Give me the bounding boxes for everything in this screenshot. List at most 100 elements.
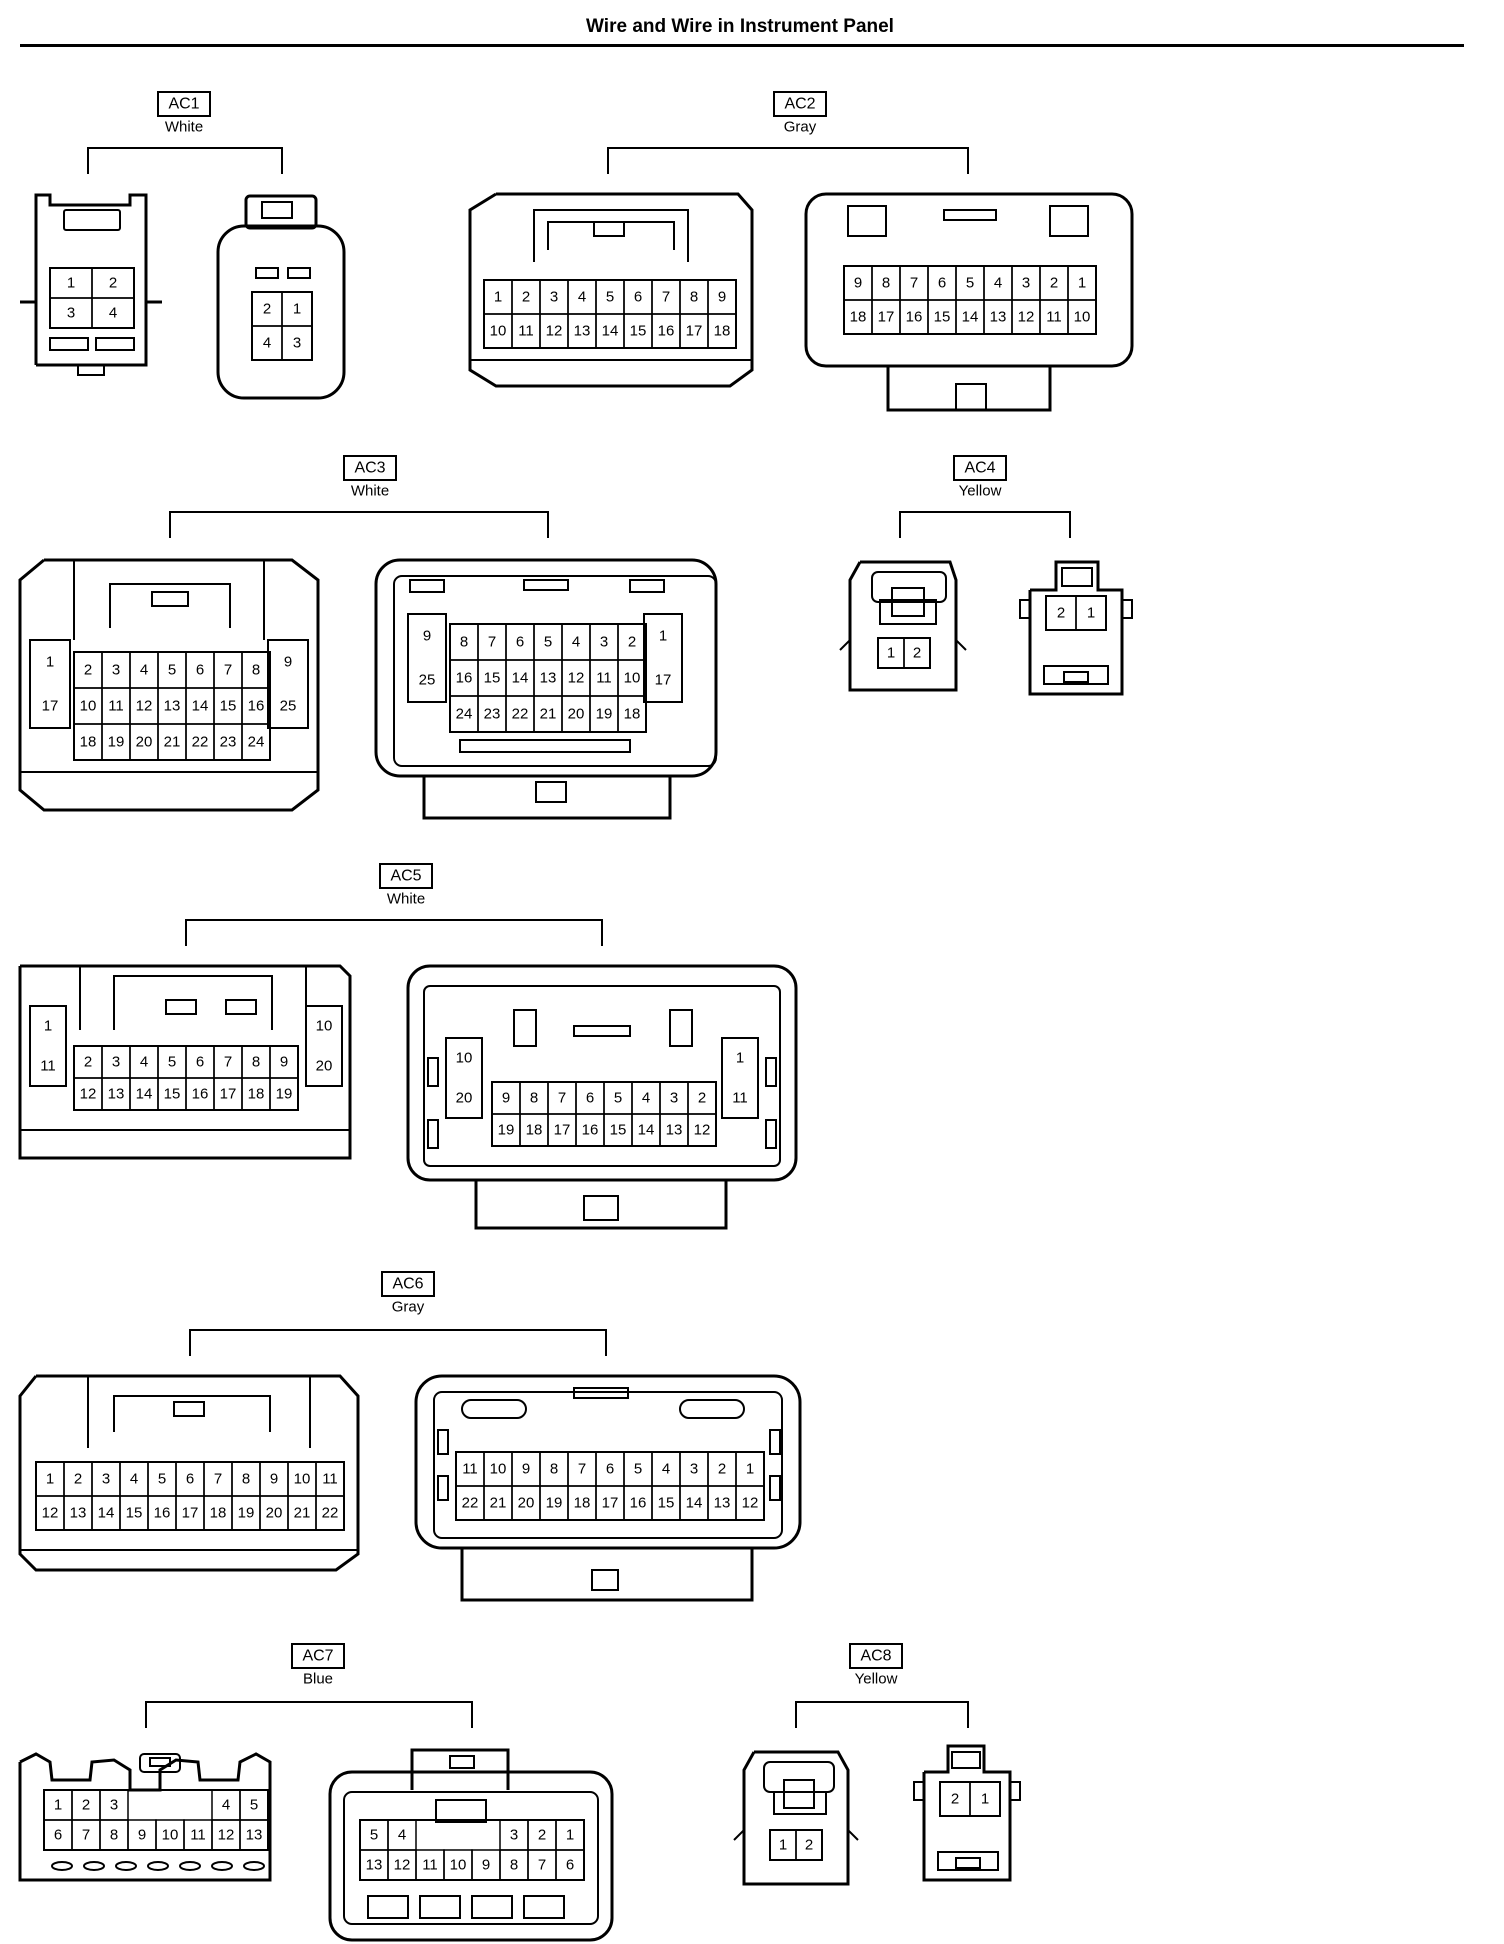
pin-label: 9 <box>280 1054 288 1071</box>
pin-label: 13 <box>366 1857 383 1874</box>
pin-label: 7 <box>910 275 918 292</box>
connector-color: Gray <box>392 1299 425 1316</box>
side-pin-block <box>305 1005 343 1087</box>
pin-label: 8 <box>242 1471 250 1488</box>
pin-label: 9 <box>284 654 292 671</box>
pin-label: 1 <box>736 1050 744 1067</box>
pin-label: 10 <box>316 1018 333 1035</box>
pin-label: 15 <box>610 1122 627 1139</box>
pin-label: 11 <box>190 1827 206 1844</box>
housing-outline <box>955 1857 981 1869</box>
housing-outline <box>1019 599 1031 619</box>
connector-color: Yellow <box>959 483 1002 500</box>
pin-block <box>939 1781 1001 1817</box>
pin-label: 4 <box>642 1090 650 1107</box>
pin-label: 14 <box>192 698 209 715</box>
connector-color: Yellow <box>855 1671 898 1688</box>
housing-outline <box>871 571 947 603</box>
housing-outline <box>804 192 1134 368</box>
pin-label: 2 <box>74 1471 82 1488</box>
pin-label: 4 <box>140 1054 148 1071</box>
pin-label: 21 <box>540 706 557 723</box>
pin-label: 20 <box>316 1058 333 1075</box>
housing-outline <box>244 194 318 230</box>
pin-label: 13 <box>540 670 557 687</box>
pin-label: 9 <box>482 1857 490 1874</box>
housing-outline <box>1043 665 1109 685</box>
pin-label: 6 <box>196 1054 204 1071</box>
pin-label: 17 <box>182 1505 199 1522</box>
housing-outline <box>1049 205 1089 237</box>
pin-label: 12 <box>546 323 563 340</box>
pin-label: 1 <box>779 1837 787 1854</box>
pin-label: 6 <box>54 1827 62 1844</box>
pin-label: 5 <box>614 1090 622 1107</box>
pin-label: 14 <box>602 323 619 340</box>
pin-label: 2 <box>628 634 636 651</box>
lock-slot <box>419 1895 461 1919</box>
pin-label: 4 <box>263 335 271 352</box>
connector-id-box <box>773 91 827 117</box>
pin-label: 22 <box>462 1495 479 1512</box>
housing-outline <box>18 1752 272 1882</box>
pin-label: 1 <box>67 275 75 292</box>
pin-label: 5 <box>168 662 176 679</box>
pin-label: 8 <box>110 1827 118 1844</box>
latch-slot <box>179 1861 201 1871</box>
pin-label: 9 <box>522 1461 530 1478</box>
housing-outline <box>410 1748 510 1790</box>
pin-label: 7 <box>538 1857 546 1874</box>
pin-label: 25 <box>419 672 436 689</box>
connector-color: White <box>387 891 425 908</box>
pin-label: 5 <box>158 1471 166 1488</box>
connector-color: Gray <box>784 119 817 136</box>
pin-label: 4 <box>662 1461 670 1478</box>
pin-label: 17 <box>686 323 703 340</box>
pin-label: 18 <box>210 1505 227 1522</box>
housing-outline <box>769 1475 781 1501</box>
pin-label: 1 <box>566 1827 574 1844</box>
housing-outline <box>669 1009 693 1047</box>
housing-outline <box>287 267 311 279</box>
housing-outline <box>765 1057 777 1087</box>
latch-slot <box>51 1861 73 1871</box>
pin-label: 16 <box>582 1122 599 1139</box>
side-pin-block <box>721 1037 759 1119</box>
housing-outline <box>189 1329 607 1356</box>
housing-outline <box>49 337 89 351</box>
pin-label: 24 <box>456 706 473 723</box>
housing-outline <box>523 579 569 591</box>
pin-label: 16 <box>658 323 675 340</box>
pin-label: 13 <box>108 1086 125 1103</box>
housing-outline <box>63 209 121 231</box>
pin-block <box>1045 595 1107 631</box>
pin-label: 3 <box>690 1461 698 1478</box>
pin-label: 18 <box>850 309 867 326</box>
housing-outline <box>255 267 279 279</box>
housing-outline <box>886 366 1052 412</box>
pin-label: 8 <box>510 1857 518 1874</box>
housing-outline <box>109 583 231 628</box>
connector-id-box <box>291 1643 345 1669</box>
pin-label: 2 <box>522 289 530 306</box>
pin-label: 21 <box>294 1505 311 1522</box>
pin-label: 17 <box>42 698 59 715</box>
housing-outline <box>1028 560 1124 696</box>
pin-label: 18 <box>714 323 731 340</box>
pin-label: 7 <box>224 1054 232 1071</box>
housing-outline <box>955 383 987 411</box>
housing-outline <box>913 1781 925 1801</box>
pin-label: 2 <box>263 301 271 318</box>
side-pin-block <box>29 639 71 729</box>
pin-label: 2 <box>1050 275 1058 292</box>
pin-label: 2 <box>84 662 92 679</box>
pin-block <box>491 1081 717 1147</box>
pin-label: 14 <box>638 1122 655 1139</box>
connector-id-box <box>343 455 397 481</box>
housing-outline <box>607 147 969 174</box>
housing-outline <box>593 221 625 237</box>
housing-outline <box>573 1387 629 1399</box>
